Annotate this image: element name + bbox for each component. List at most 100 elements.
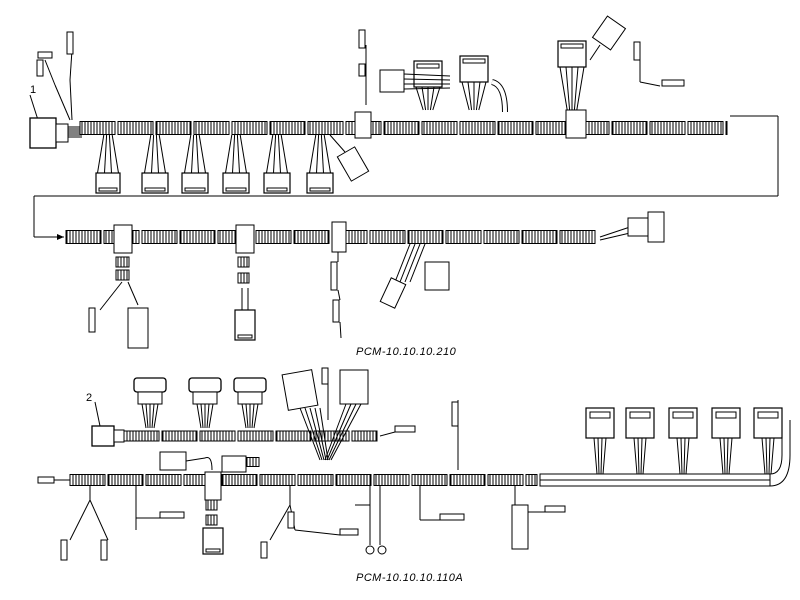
connector — [511, 504, 529, 550]
wire — [145, 403, 149, 429]
round-connector — [133, 377, 167, 393]
connector — [413, 60, 443, 88]
wire — [770, 437, 775, 475]
wire — [195, 134, 199, 174]
terminal — [66, 31, 74, 55]
connector-latch — [309, 187, 331, 192]
terminal — [100, 539, 108, 561]
terminal — [439, 513, 465, 521]
harness-sleeve — [65, 230, 102, 244]
wire — [719, 437, 724, 475]
wire — [565, 66, 571, 111]
wire — [54, 84, 71, 121]
connector-latch — [184, 187, 206, 192]
connector — [127, 307, 149, 349]
connector-latch — [237, 334, 253, 339]
wire — [44, 59, 56, 86]
connector-latch — [225, 187, 247, 192]
wire — [97, 134, 105, 174]
wire — [432, 86, 441, 111]
harness-sleeve — [421, 121, 458, 135]
terminal — [358, 29, 366, 49]
wire — [403, 78, 451, 81]
wire — [403, 87, 451, 90]
wire — [277, 134, 281, 174]
wire — [69, 79, 73, 121]
harness-sleeve — [199, 430, 236, 442]
wire — [69, 499, 91, 541]
connector — [181, 172, 209, 194]
wire — [69, 49, 73, 81]
wire — [475, 81, 481, 111]
connector-latch — [715, 411, 737, 419]
terminal — [544, 505, 566, 513]
wire — [196, 403, 202, 429]
wire — [637, 437, 640, 475]
harness-sleeve — [483, 230, 520, 244]
connector — [591, 15, 627, 51]
connector-latch — [462, 58, 486, 64]
wire — [323, 134, 331, 174]
junction-sleeve — [354, 111, 372, 139]
connector — [625, 407, 655, 439]
wire — [314, 407, 327, 461]
wire — [185, 457, 206, 462]
terminal — [330, 261, 338, 291]
wire — [726, 437, 729, 475]
wire — [316, 134, 320, 174]
terminal — [287, 511, 295, 529]
harness-sleeve — [205, 514, 218, 526]
round-connector — [233, 377, 267, 393]
connector — [647, 211, 665, 243]
harness-sleeve — [521, 230, 558, 244]
junction-sleeve — [331, 221, 347, 253]
wire — [379, 431, 396, 437]
wire — [155, 134, 159, 174]
terminal — [394, 425, 416, 433]
terminal — [37, 51, 53, 59]
wire — [239, 134, 247, 174]
connector — [234, 309, 256, 341]
harness-sleeve — [179, 230, 216, 244]
harness-sleeve — [115, 269, 130, 281]
connector — [221, 455, 247, 473]
wire — [576, 66, 585, 111]
harness-sleeve — [611, 121, 648, 135]
terminal — [451, 401, 459, 427]
terminal — [37, 476, 55, 484]
junction-sleeve — [204, 471, 222, 501]
junction-sleeve — [113, 224, 133, 254]
terminal — [260, 541, 268, 559]
harness-sleeve — [259, 474, 296, 486]
connector — [379, 277, 407, 309]
harness-sleeve — [525, 474, 538, 486]
terminal — [661, 79, 685, 87]
harness-sleeve — [79, 121, 116, 135]
terminal — [36, 59, 44, 77]
wire — [329, 134, 346, 153]
wire — [324, 403, 347, 461]
wire — [330, 403, 362, 461]
harness-sleeve — [231, 121, 268, 135]
connector — [424, 261, 450, 291]
harness-sleeve — [161, 430, 198, 442]
wire — [280, 134, 288, 174]
round-connector-body — [237, 391, 263, 405]
connector — [306, 172, 334, 194]
connector — [95, 172, 121, 194]
harness-sleeve — [275, 430, 312, 442]
wire — [241, 403, 247, 429]
wire — [104, 134, 108, 174]
harness-sleeve — [237, 430, 274, 442]
harness-sleeve — [237, 256, 250, 268]
wire — [158, 134, 166, 174]
wire — [633, 437, 638, 475]
wire — [29, 94, 39, 121]
wire — [266, 134, 274, 174]
wire — [640, 437, 643, 475]
connector-latch — [144, 187, 166, 192]
main-connector-1 — [29, 117, 57, 149]
harness-sleeve — [69, 474, 106, 486]
harness-sleeve — [269, 121, 306, 135]
